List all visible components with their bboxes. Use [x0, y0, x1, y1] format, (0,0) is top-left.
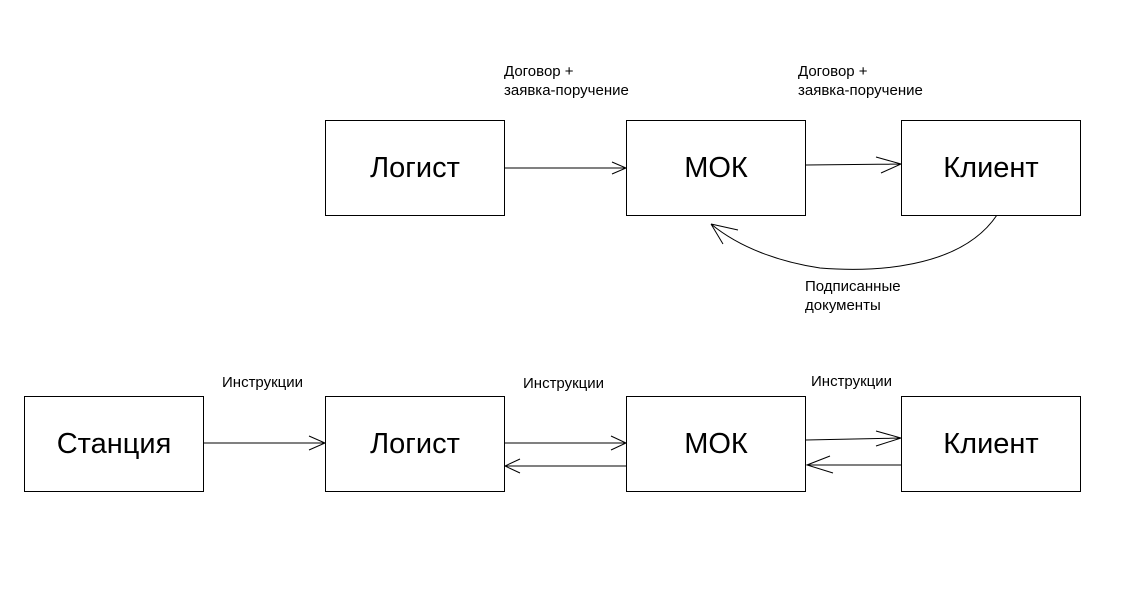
arrow-bottom-client-mok [805, 455, 901, 474]
label-line: документы [805, 297, 881, 314]
label-bottom-mok-client: Инструкции [811, 373, 893, 390]
arrow-bottom-station-logist [203, 435, 327, 451]
node-top-mok: МОК [626, 120, 806, 216]
label-line: Подписанные [805, 278, 901, 295]
node-label: Логист [370, 151, 460, 184]
node-label: МОК [684, 151, 748, 184]
arrow-bottom-mok-client [805, 430, 903, 447]
node-label: Логист [370, 427, 460, 460]
node-label: Станция [56, 427, 172, 460]
node-bottom-station: Станция [24, 396, 204, 492]
node-label: Клиент [943, 151, 1039, 184]
node-top-client: Клиент [901, 120, 1081, 216]
node-bottom-logist: Логист [325, 396, 505, 492]
label-bottom-logist-mok: Инструкции [523, 375, 605, 392]
arrow-top-client-mok-return [710, 214, 998, 270]
label-line: заявка-поручение [798, 82, 923, 99]
label-top-return: Подписанные документы [805, 277, 901, 315]
arrow-bottom-logist-mok [504, 435, 628, 451]
arrow-top-mok-client [805, 156, 903, 174]
node-label: Клиент [943, 427, 1039, 460]
node-bottom-client: Клиент [901, 396, 1081, 492]
label-top-mok-client: Договор + заявка-поручение [798, 62, 923, 100]
arrow-top-logist-mok [504, 161, 628, 175]
label-line: Договор + [504, 63, 574, 80]
node-bottom-mok: МОК [626, 396, 806, 492]
arrow-bottom-mok-logist [503, 458, 626, 474]
label-top-logist-mok: Договор + заявка-поручение [504, 62, 629, 100]
node-label: МОК [684, 427, 748, 460]
node-top-logist: Логист [325, 120, 505, 216]
label-line: Договор + [798, 63, 868, 80]
label-line: заявка-поручение [504, 82, 629, 99]
label-bottom-station-logist: Инструкции [222, 374, 304, 391]
